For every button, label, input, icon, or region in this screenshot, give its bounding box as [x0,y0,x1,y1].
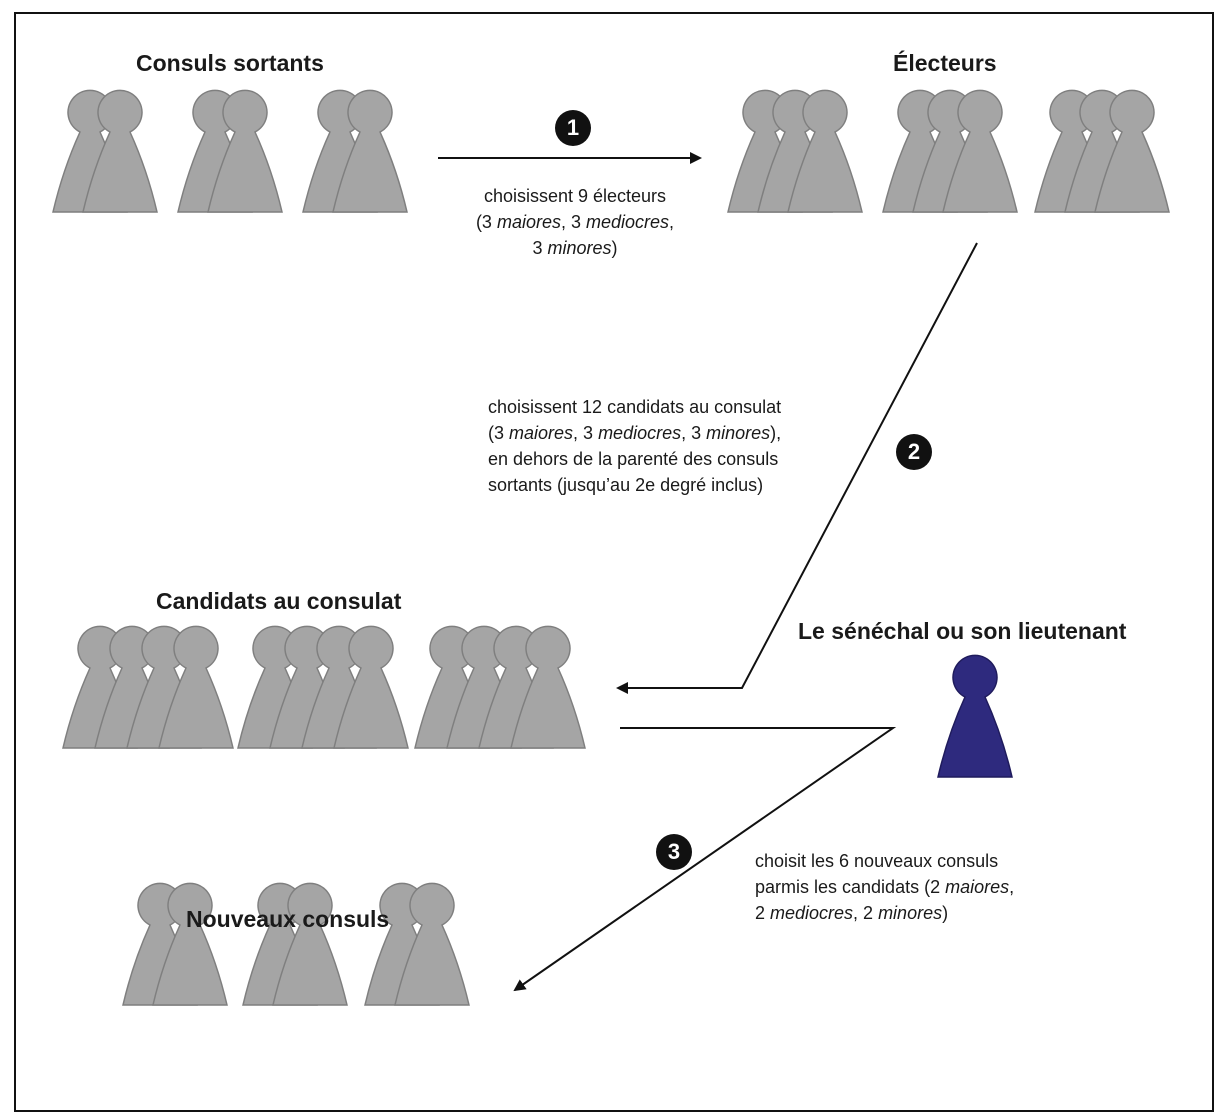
step-1-line: choisissent 9 électeurs [483,186,667,206]
arrow-step-3 [513,727,897,992]
pawn-icon-new-consul [152,882,228,1006]
pawn-icon-outgoing-consul [207,89,283,213]
step-2-line: sortants (jusqu’au 2e degré inclus) [488,475,764,495]
step-2-line: choisissent 12 candidats au consulat [488,397,782,417]
pawn-icon-seneschal [937,654,1013,778]
step-1-label: choisissent 9 électeurs (3 maiores, 3 me… [440,183,710,261]
title-electeurs: Électeurs [893,50,997,76]
step-3-line: choisit les 6 nouveaux consuls [755,851,999,871]
pawn-icon-candidate [158,625,234,749]
step-3-badge: 3 [656,834,692,870]
step-1-line: 3 minores) [532,238,618,258]
step-2-badge: 2 [896,434,932,470]
pawn-icon-new-consul [272,882,348,1006]
step-1-line: (3 maiores, 3 mediocres, [475,212,675,232]
title-candidats: Candidats au consulat [156,588,402,614]
step-3-line: 2 mediocres, 2 minores) [755,903,949,923]
step-3-line: parmis les candidats (2 maiores, [755,877,1015,897]
title-nouveaux-consuls: Nouveaux consuls [186,906,390,932]
pawn-icon-candidate [510,625,586,749]
title-consuls-sortants: Consuls sortants [136,50,324,76]
title-seneschal: Le sénéchal ou son lieutenant [798,618,1127,644]
pawn-icon-new-consul [394,882,470,1006]
step-2-line: (3 maiores, 3 mediocres, 3 minores), [488,423,782,443]
pawn-icon-outgoing-consul [82,89,158,213]
figures-layer [52,89,1170,1006]
step-2-label: choisissent 12 candidats au consulat (3 … [488,394,868,498]
pawn-icon-elector [942,89,1018,213]
step-3-label: choisit les 6 nouveaux consuls parmis le… [755,848,1075,926]
arrow-step-2 [616,242,978,694]
pawn-icon-elector [787,89,863,213]
step-1-badge: 1 [555,110,591,146]
pawn-icon-elector [1094,89,1170,213]
pawn-icon-candidate [333,625,409,749]
step-2-line: en dehors de la parenté des consuls [488,449,779,469]
pawn-icon-outgoing-consul [332,89,408,213]
